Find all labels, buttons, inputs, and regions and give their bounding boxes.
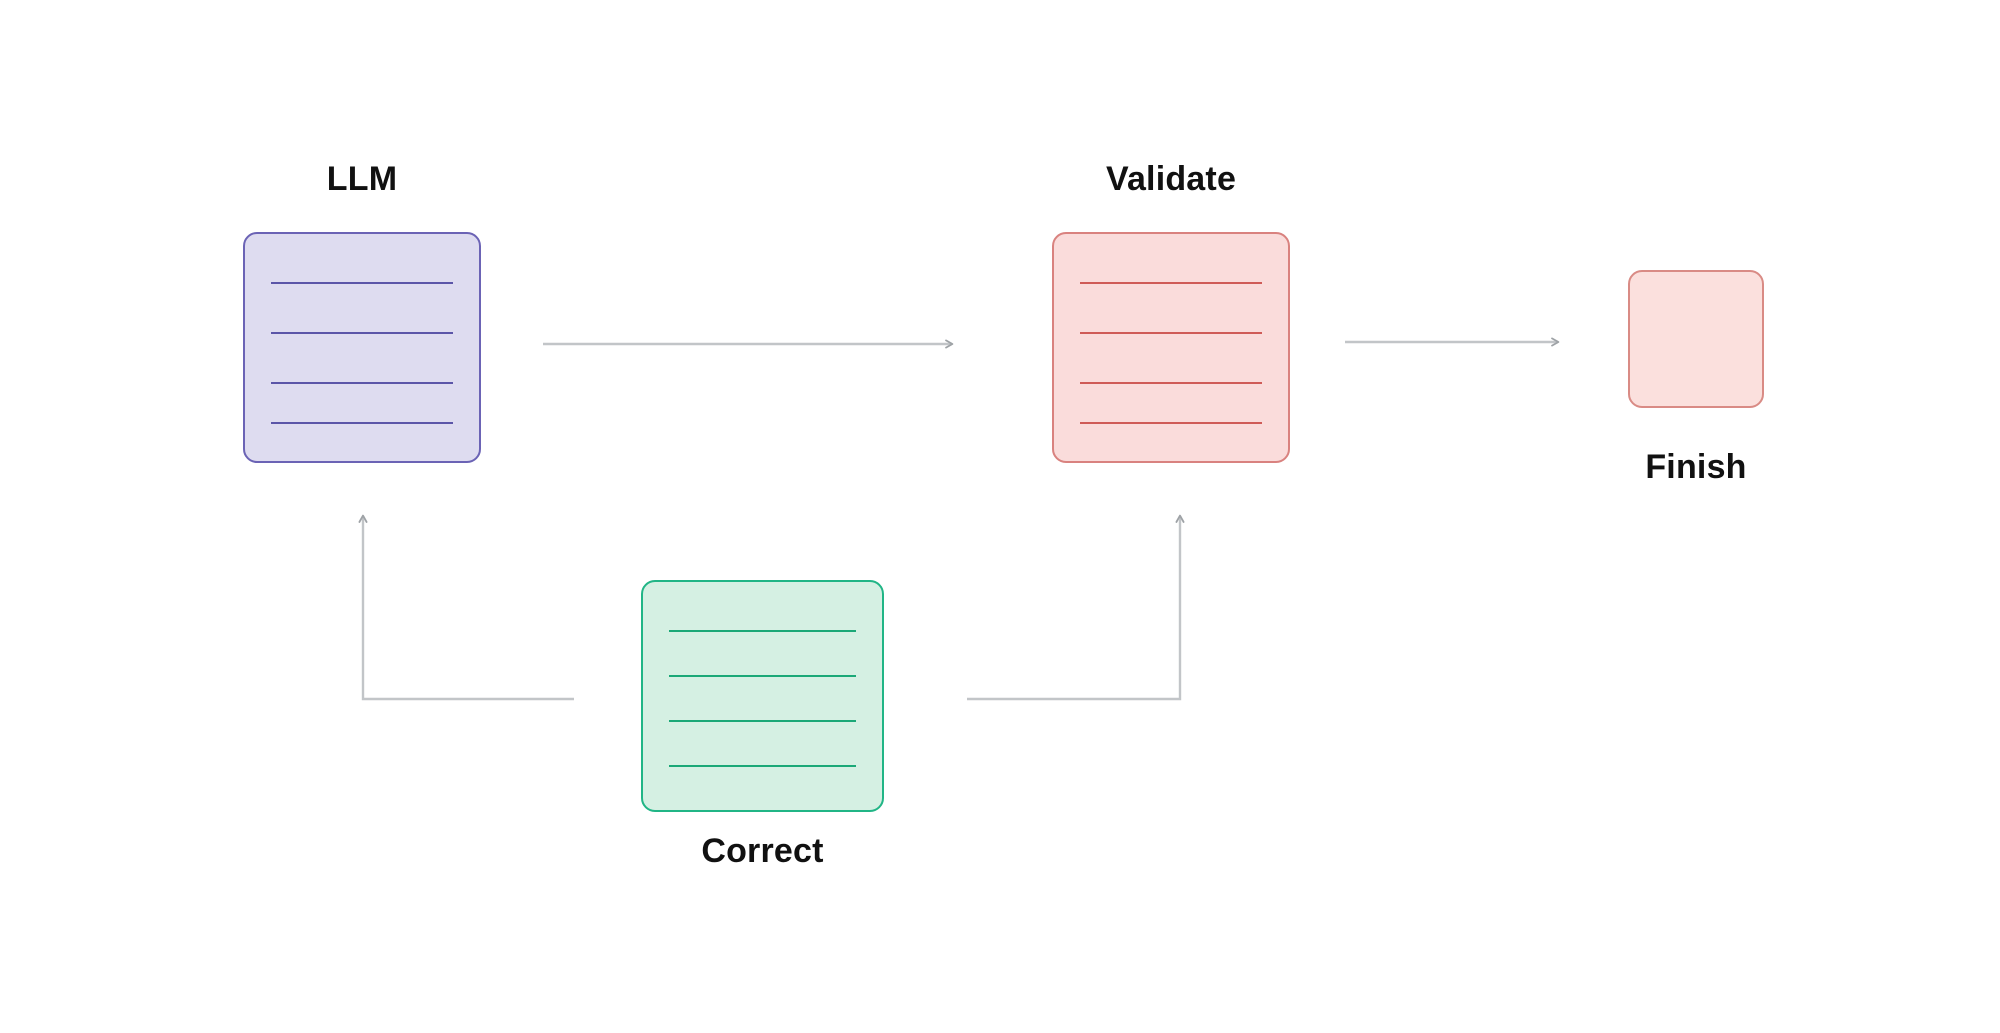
node-llm-line-4 <box>271 422 453 424</box>
edge-correct-to-validate <box>967 514 1185 701</box>
node-llm[interactable] <box>243 232 481 463</box>
node-validate[interactable] <box>1052 232 1290 463</box>
node-validate-line-2 <box>1080 332 1262 334</box>
node-validate-line-1 <box>1080 282 1262 284</box>
node-correct-line-1 <box>669 630 856 632</box>
node-llm-content-lines <box>245 234 479 461</box>
node-llm-line-2 <box>271 332 453 334</box>
node-correct-content-lines <box>643 582 882 810</box>
node-validate-line-3 <box>1080 382 1262 384</box>
node-llm-line-3 <box>271 382 453 384</box>
node-correct-line-4 <box>669 765 856 767</box>
node-correct-line-2 <box>669 675 856 677</box>
node-llm-label: LLM <box>326 160 398 198</box>
node-finish-label: Finish <box>1645 448 1747 486</box>
node-validate-line-4 <box>1080 422 1262 424</box>
node-validate-label: Validate <box>1105 160 1237 198</box>
edge-correct-to-llm <box>358 514 574 701</box>
node-correct-line-3 <box>669 720 856 722</box>
node-finish[interactable] <box>1628 270 1764 408</box>
node-llm-line-1 <box>271 282 453 284</box>
node-correct[interactable] <box>641 580 884 812</box>
node-correct-label: Correct <box>701 832 824 870</box>
node-validate-content-lines <box>1054 234 1288 461</box>
